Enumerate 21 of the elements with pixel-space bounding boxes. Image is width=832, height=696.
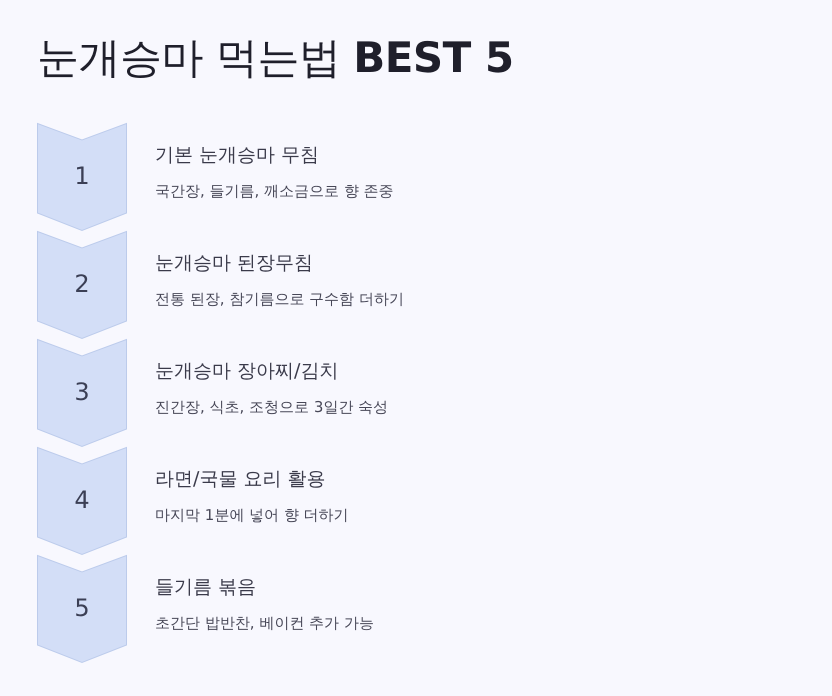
- step-description: 마지막 1분에 넣어 향 더하기: [155, 505, 349, 526]
- step-number: 5: [73, 593, 91, 623]
- step-description: 진간장, 식초, 조청으로 3일간 숙성: [155, 397, 388, 418]
- step-heading: 기본 눈개승마 무침: [155, 143, 320, 168]
- chevron-step: [37, 231, 127, 339]
- step-description: 초간단 밥반찬, 베이컨 추가 가능: [155, 613, 374, 634]
- step-heading: 눈개승마 된장무침: [155, 251, 314, 276]
- chevron-step: [37, 123, 127, 231]
- step-number: 3: [73, 377, 91, 407]
- chevron-step: [37, 555, 127, 663]
- chevron-step: [37, 447, 127, 555]
- step-heading: 라면/국물 요리 활용: [155, 467, 326, 492]
- step-description: 전통 된장, 참기름으로 구수함 더하기: [155, 289, 404, 310]
- step-heading: 들기름 볶음: [155, 575, 256, 600]
- chevron-step: [37, 339, 127, 447]
- step-heading: 눈개승마 장아찌/김치: [155, 359, 338, 384]
- step-number: 4: [73, 485, 91, 515]
- step-description: 국간장, 들기름, 깨소금으로 향 존중: [155, 181, 394, 202]
- step-number: 1: [73, 161, 91, 191]
- step-number: 2: [73, 269, 91, 299]
- diagram-title: 눈개승마 먹는법 BEST 5: [37, 32, 514, 84]
